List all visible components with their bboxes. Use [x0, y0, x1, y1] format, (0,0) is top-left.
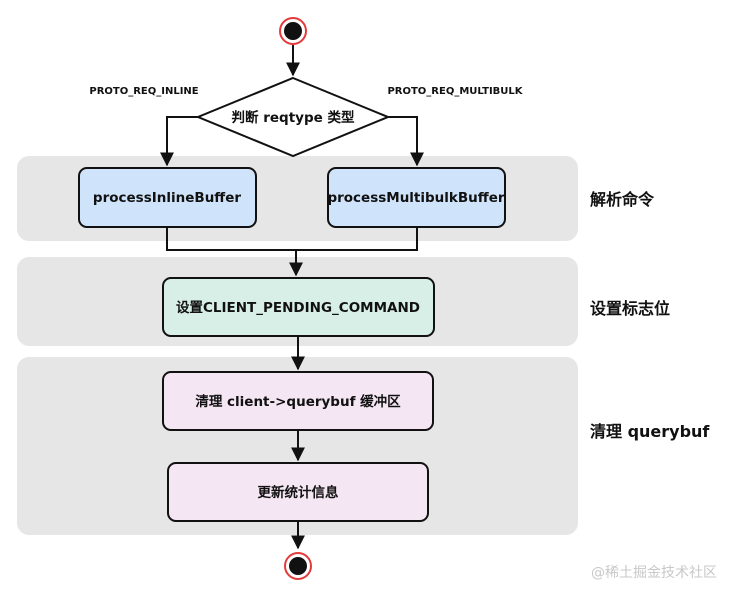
- watermark: @稀土掘金技术社区: [591, 565, 717, 581]
- node-update-stats-label: 更新统计信息: [258, 484, 339, 501]
- decision-label: 判断 reqtype 类型: [232, 109, 355, 126]
- branch-label-inline: PROTO_REQ_INLINE: [89, 86, 198, 97]
- decision-diamond: [195, 76, 391, 158]
- node-clear-buffer-label: 清理 client->querybuf 缓冲区: [195, 393, 401, 410]
- group-label-clear: 清理 querybuf: [590, 422, 710, 441]
- edge-decision-inline: [160, 116, 198, 167]
- edge-merge: [166, 227, 418, 251]
- node-set-flag-label: 设置CLIENT_PENDING_COMMAND: [176, 300, 420, 316]
- edge-decision-multibulk: [388, 116, 424, 167]
- branch-label-multibulk: PROTO_REQ_MULTIBULK: [387, 86, 523, 97]
- group-label-flag: 设置标志位: [590, 299, 670, 318]
- start-node: [279, 17, 307, 45]
- node-process-multibulk-label: processMultibulkBuffer: [327, 190, 504, 206]
- group-label-parse: 解析命令: [590, 190, 655, 209]
- end-node: [284, 552, 312, 580]
- node-process-inline-label: processInlineBuffer: [93, 190, 241, 206]
